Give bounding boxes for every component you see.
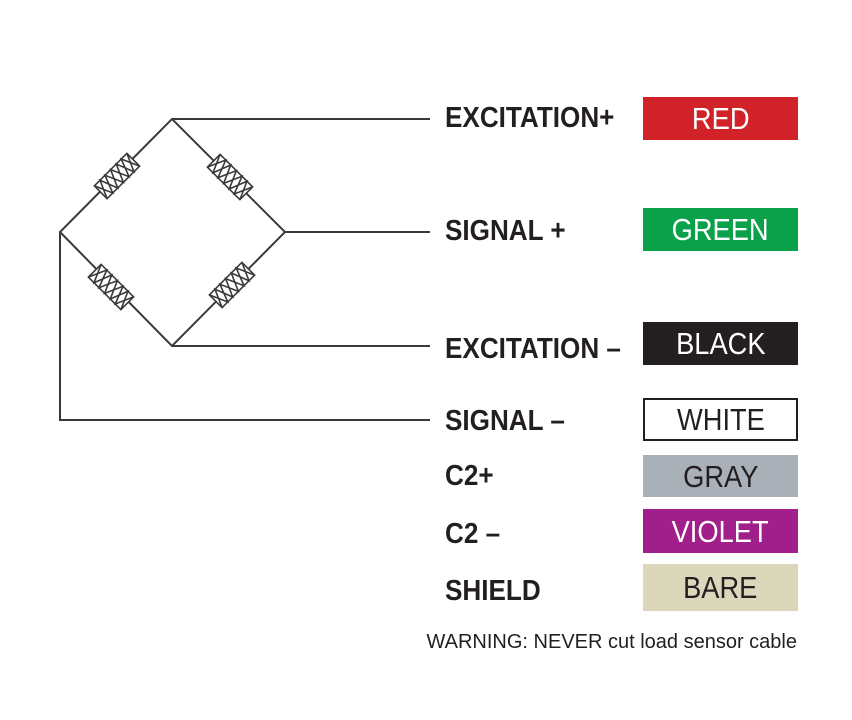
color-swatch-bare: BARE [643,564,798,611]
wire-color-label: GRAY [682,458,759,494]
color-swatch-green: GREEN [643,208,798,251]
bridge-diamond [58,117,287,348]
wire-color-label: BLACK [675,326,766,361]
signal-label: C2+ [445,460,494,492]
signal-label: SIGNAL + [445,215,566,247]
signal-label: SHIELD [445,575,541,607]
color-swatch-white: WHITE [643,398,798,441]
wire-color-label: RED [691,101,750,136]
wire-signal-minus [59,232,430,421]
strain-gauge-resistor-icon [208,261,256,309]
wire-color-label: GREEN [671,212,770,247]
strain-gauge-resistor-icon [93,152,141,200]
signal-label: SIGNAL – [445,405,565,437]
wire-color-label: WHITE [676,402,765,437]
signal-label: C2 – [445,518,501,550]
color-swatch-gray: GRAY [643,455,798,497]
color-swatch-violet: VIOLET [643,509,798,553]
signal-label: EXCITATION+ [445,102,615,134]
strain-gauge-resistor-icon [206,153,254,201]
color-swatch-black: BLACK [643,322,798,365]
wire-color-label: VIOLET [671,513,770,549]
strain-gauge-resistor-icon [87,263,135,311]
color-swatch-red: RED [643,97,798,140]
wire-color-label: BARE [683,570,758,605]
warning-text: WARNING: NEVER cut load sensor cable [426,631,798,653]
signal-label: EXCITATION – [445,333,621,365]
